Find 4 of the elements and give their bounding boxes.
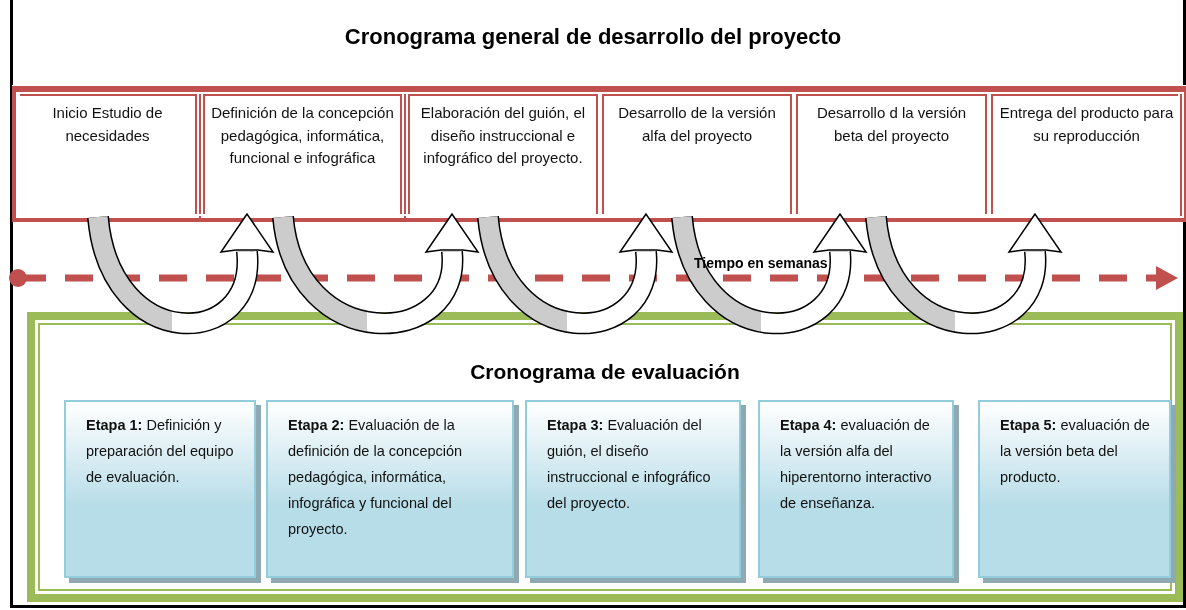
schedule-band: [12, 85, 1186, 222]
evaluation-frame: [27, 312, 1183, 602]
frame-heading: Cronograma de evaluación: [470, 360, 740, 384]
diagram-title: Cronograma general de desarrollo del proyecto: [343, 24, 843, 50]
